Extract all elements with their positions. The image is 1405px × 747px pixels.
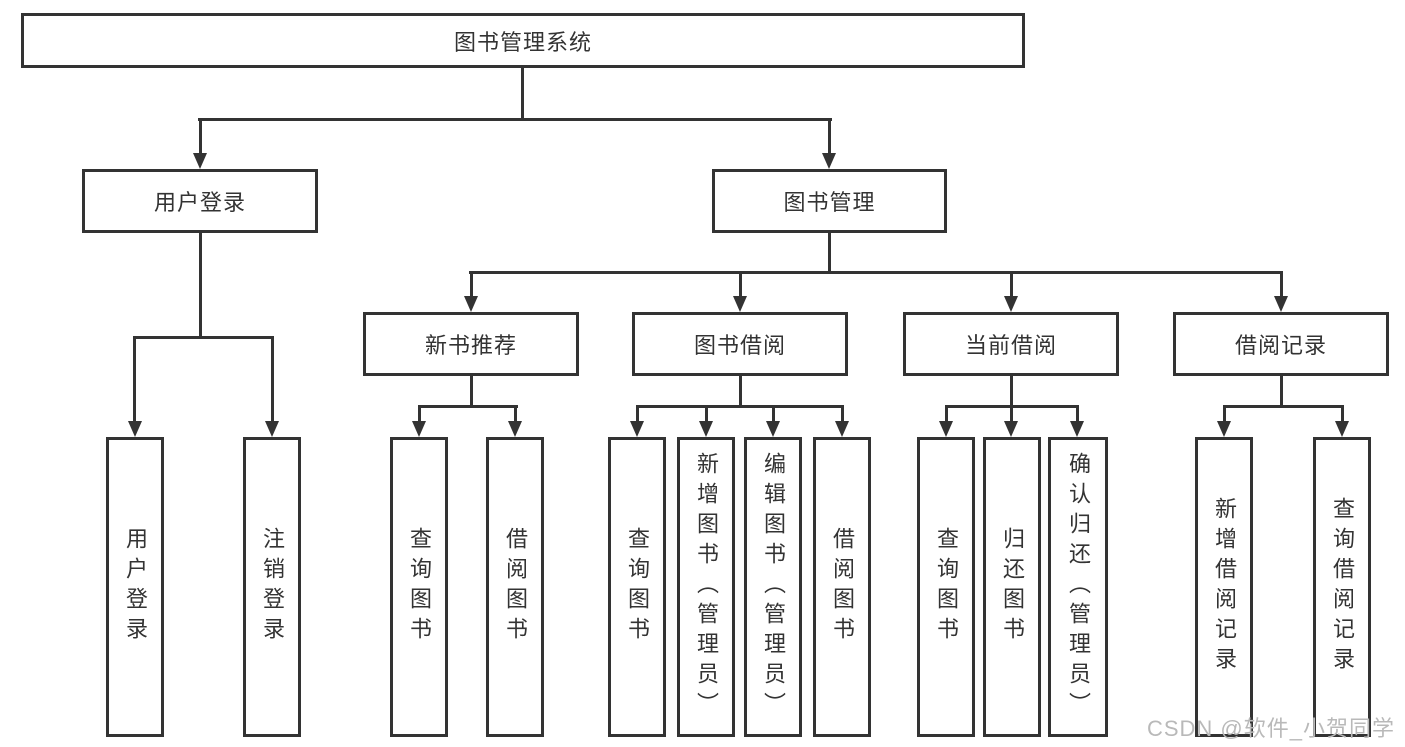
arrow-down-icon: [412, 421, 426, 437]
node-book-borrow-label: 图书借阅: [693, 333, 786, 358]
node-root-label: 图书管理系统: [453, 29, 592, 55]
leaf-add-book-admin: 新增图书（管理员）: [677, 437, 735, 737]
leaf-query-borrow-record-label: 查询借阅记录: [1330, 497, 1355, 677]
arrow-down-icon: [1274, 296, 1288, 312]
connector-leaf-stem: [1223, 405, 1226, 423]
leaf-add-borrow-record-label: 新增借阅记录: [1212, 497, 1237, 677]
arrow-down-icon: [193, 153, 207, 169]
connector-leaf-stem: [514, 405, 517, 423]
connector-leaf-stem: [705, 405, 708, 423]
leaf-logout-label: 注销登录: [260, 527, 285, 647]
leaf-query-books-recommend-label: 查询图书: [407, 527, 432, 647]
leaf-add-book-admin-label: 新增图书（管理员）: [694, 452, 719, 722]
connector-new-book-split: [418, 405, 518, 408]
connector-to-leaf-logout: [271, 336, 274, 423]
connector-leaf-stem: [945, 405, 948, 423]
node-borrow-records-label: 借阅记录: [1234, 333, 1327, 358]
arrow-down-icon: [464, 296, 478, 312]
connector-book-borrow-stem: [739, 376, 742, 408]
arrow-down-icon: [766, 421, 780, 437]
leaf-query-books-current: 查询图书: [917, 437, 975, 737]
leaf-add-borrow-record: 新增借阅记录: [1195, 437, 1253, 737]
connector-to-book-borrow: [739, 271, 742, 298]
arrow-down-icon: [822, 153, 836, 169]
node-book-borrow: 图书借阅: [632, 312, 848, 376]
connector-leaf-stem: [1010, 405, 1013, 423]
node-current-borrow: 当前借阅: [903, 312, 1119, 376]
leaf-query-books-borrow: 查询图书: [608, 437, 666, 737]
connector-book-mgmt-split: [469, 271, 1283, 274]
arrow-down-icon: [733, 296, 747, 312]
node-new-book-recommend-label: 新书推荐: [424, 333, 517, 358]
leaf-return-book: 归还图书: [983, 437, 1041, 737]
connector-new-book-stem: [470, 376, 473, 408]
connector-leaf-stem: [1076, 405, 1079, 423]
leaf-user-login: 用户登录: [106, 437, 164, 737]
node-current-borrow-label: 当前借阅: [964, 333, 1057, 358]
leaf-edit-book-admin: 编辑图书（管理员）: [744, 437, 802, 737]
node-new-book-recommend: 新书推荐: [363, 312, 579, 376]
arrow-down-icon: [835, 421, 849, 437]
connector-to-leaf-user-login: [133, 336, 136, 423]
connector-to-new-book: [470, 271, 473, 298]
leaf-query-books-recommend: 查询图书: [390, 437, 448, 737]
connector-borrow-records-split: [1223, 405, 1344, 408]
connector-leaf-stem: [772, 405, 775, 423]
connector-to-user-login: [199, 118, 202, 155]
connector-current-borrow-stem: [1010, 376, 1013, 408]
arrow-down-icon: [1335, 421, 1349, 437]
leaf-borrow-books-borrow: 借阅图书: [813, 437, 871, 737]
leaf-user-login-label: 用户登录: [123, 527, 148, 647]
node-borrow-records: 借阅记录: [1173, 312, 1389, 376]
leaf-confirm-return-admin-label: 确认归还（管理员）: [1066, 452, 1091, 722]
connector-book-borrow-split: [636, 405, 844, 408]
arrow-down-icon: [265, 421, 279, 437]
leaf-query-books-borrow-label: 查询图书: [625, 527, 650, 647]
node-book-mgmt: 图书管理: [712, 169, 947, 233]
arrow-down-icon: [1004, 421, 1018, 437]
arrow-down-icon: [699, 421, 713, 437]
connector-to-current-borrow: [1010, 271, 1013, 298]
leaf-query-borrow-record: 查询借阅记录: [1313, 437, 1371, 737]
node-user-login: 用户登录: [82, 169, 318, 233]
connector-leaf-stem: [841, 405, 844, 423]
node-root: 图书管理系统: [21, 13, 1025, 68]
arrow-down-icon: [508, 421, 522, 437]
node-user-login-label: 用户登录: [153, 190, 246, 215]
connector-root-stem: [521, 68, 524, 121]
leaf-borrow-books-borrow-label: 借阅图书: [830, 527, 855, 647]
leaf-logout: 注销登录: [243, 437, 301, 737]
csdn-watermark: CSDN @软件_小贺同学: [1146, 716, 1395, 741]
connector-to-book-mgmt: [828, 118, 831, 155]
leaf-edit-book-admin-label: 编辑图书（管理员）: [761, 452, 786, 722]
connector-leaf-stem: [1341, 405, 1344, 423]
leaf-borrow-books-recommend: 借阅图书: [486, 437, 544, 737]
leaf-borrow-books-recommend-label: 借阅图书: [503, 527, 528, 647]
arrow-down-icon: [1004, 296, 1018, 312]
node-book-mgmt-label: 图书管理: [783, 190, 876, 215]
arrow-down-icon: [1217, 421, 1231, 437]
connector-leaf-stem: [418, 405, 421, 423]
arrow-down-icon: [939, 421, 953, 437]
connector-borrow-records-stem: [1280, 376, 1283, 408]
connector-user-login-stem: [199, 233, 202, 339]
arrow-down-icon: [630, 421, 644, 437]
leaf-query-books-current-label: 查询图书: [934, 527, 959, 647]
connector-to-borrow-records: [1280, 271, 1283, 298]
leaf-confirm-return-admin: 确认归还（管理员）: [1048, 437, 1108, 737]
arrow-down-icon: [1070, 421, 1084, 437]
connector-root-split: [198, 118, 832, 121]
leaf-return-book-label: 归还图书: [1000, 527, 1025, 647]
connector-book-mgmt-stem: [828, 233, 831, 274]
arrow-down-icon: [128, 421, 142, 437]
connector-user-login-split: [133, 336, 274, 339]
connector-leaf-stem: [636, 405, 639, 423]
